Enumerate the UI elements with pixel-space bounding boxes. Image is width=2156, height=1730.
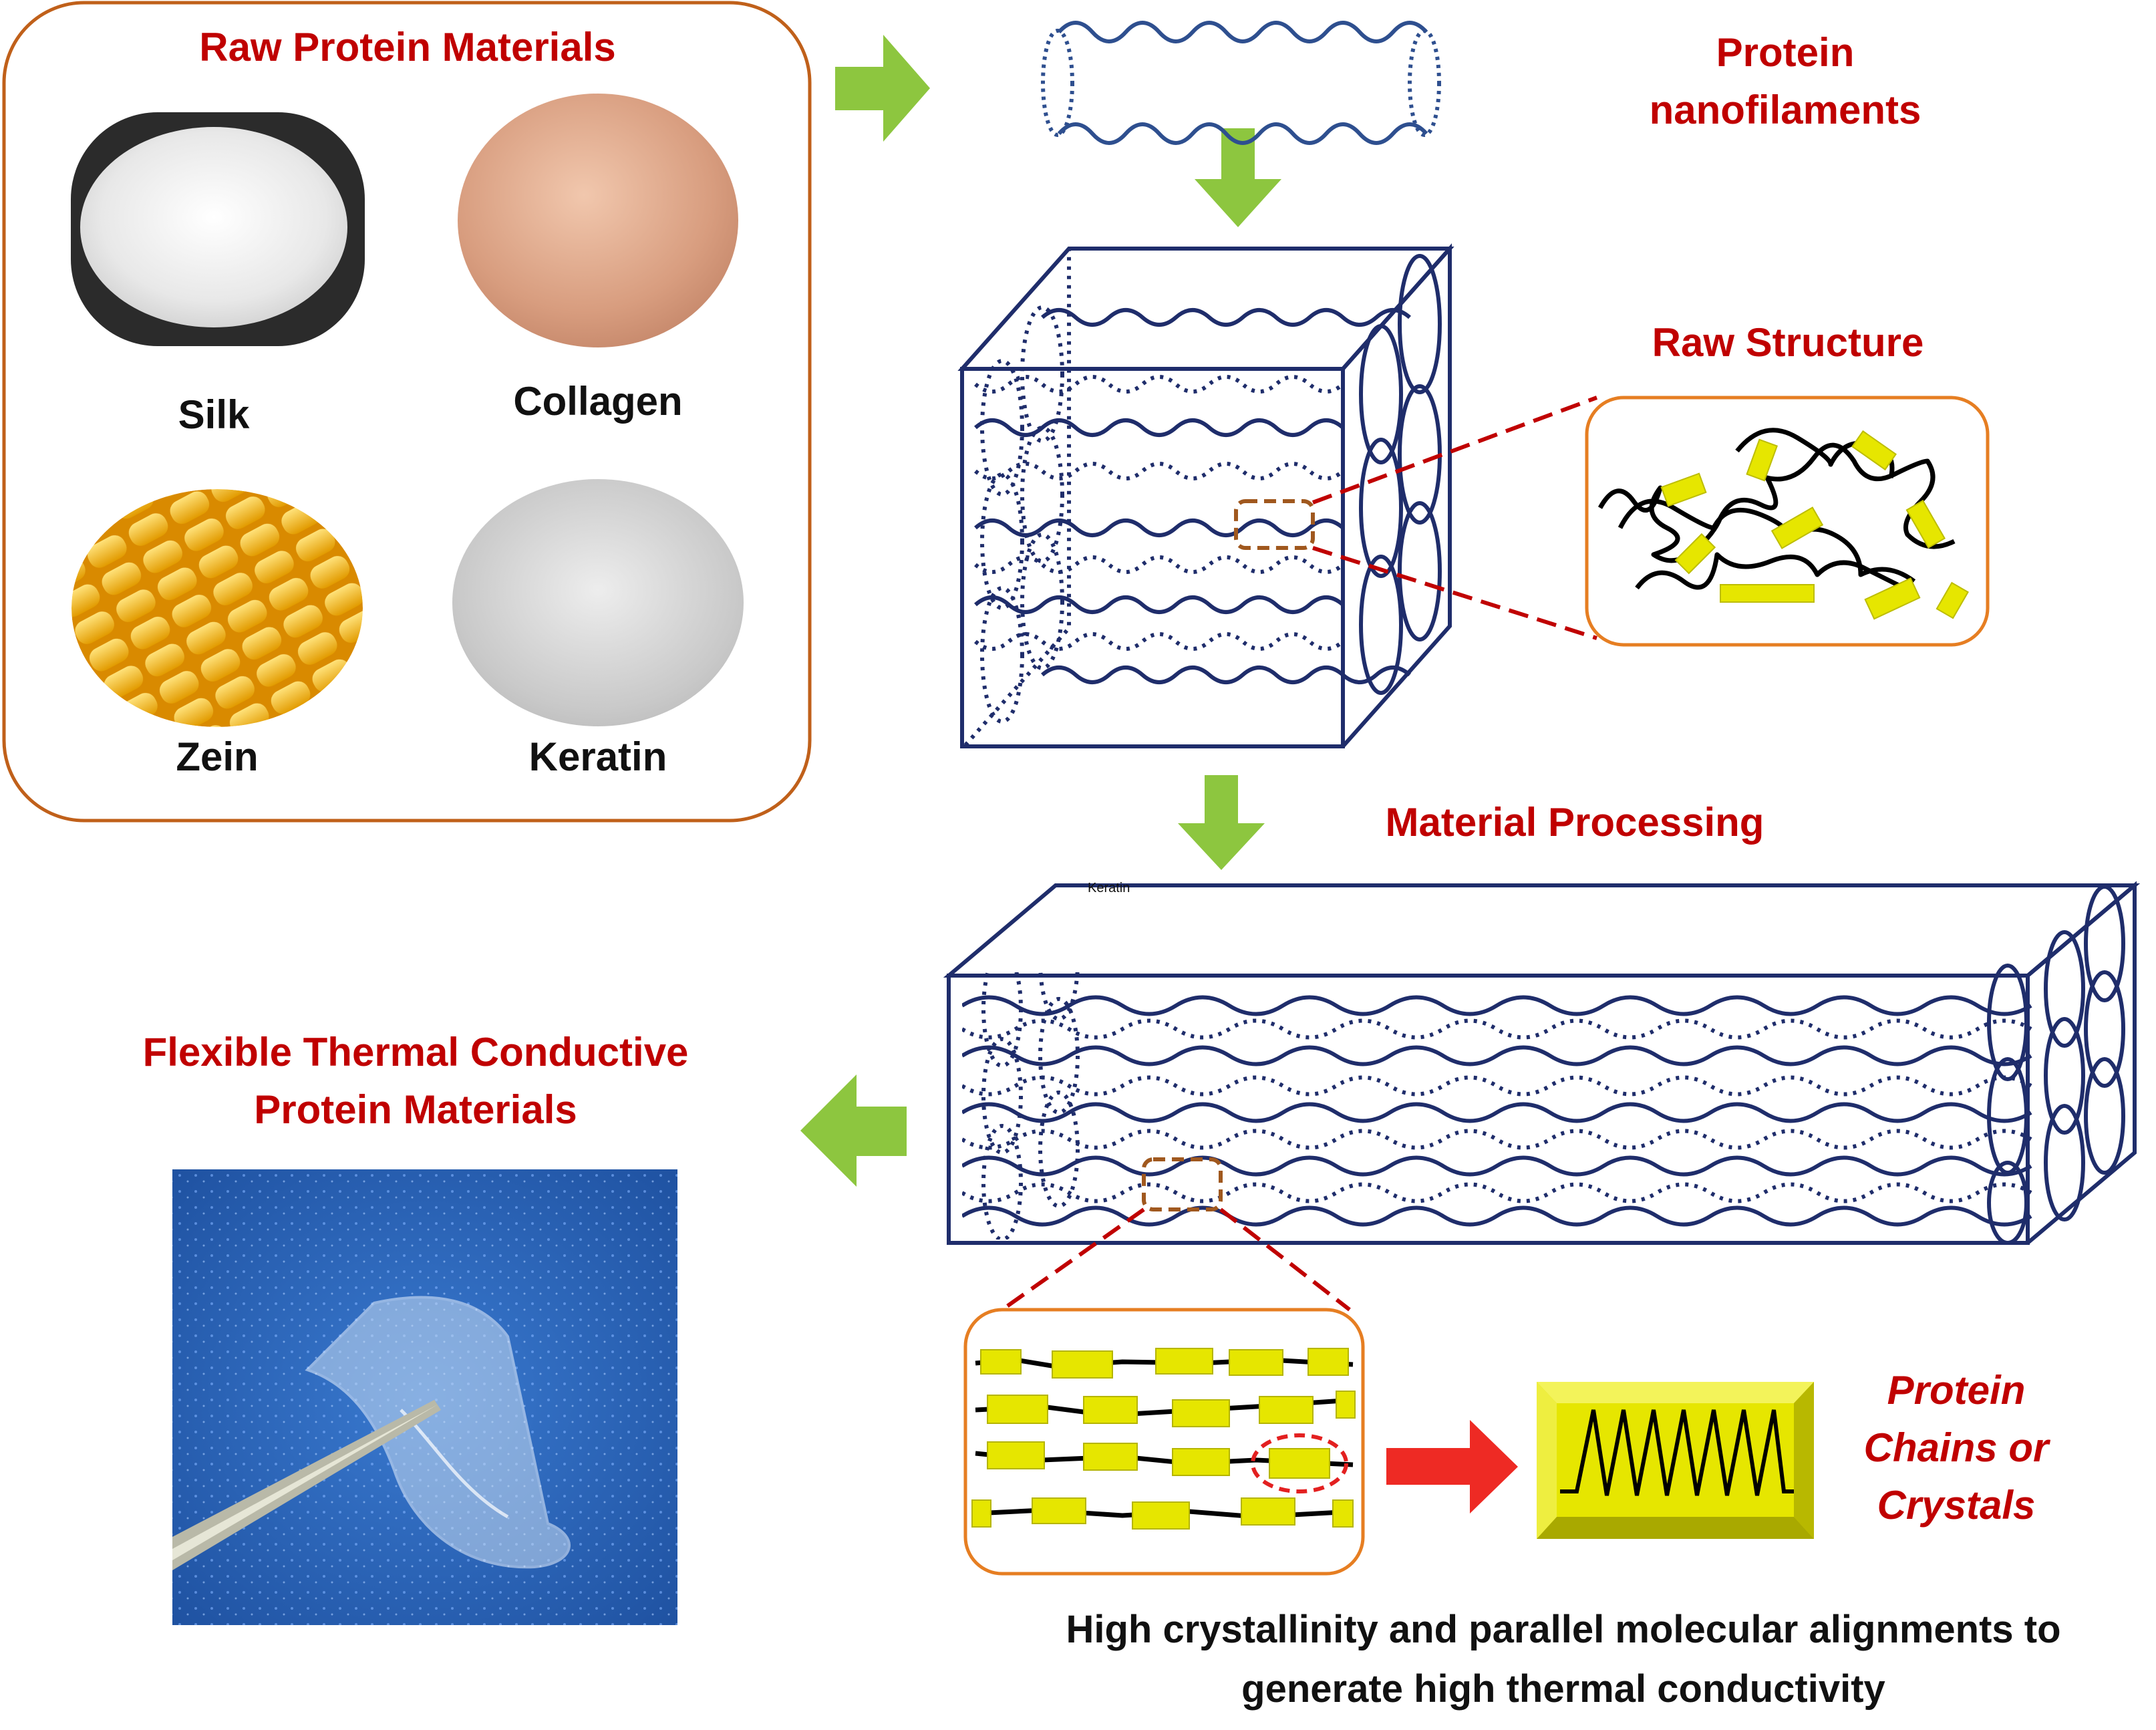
zoom-line [1219, 1207, 1351, 1312]
silk-photo [71, 112, 365, 346]
nanofilaments-label-line1: Protein [1716, 30, 1855, 75]
raw-materials-panel [2, 1, 812, 823]
arrow-right-red [1386, 1420, 1518, 1513]
chains-label-line3: Crystals [1877, 1483, 2036, 1528]
aligned-zoom-box [1142, 1157, 1223, 1211]
zoom-line [1312, 546, 1597, 640]
processed-material-box [943, 881, 2141, 1245]
raw-materials-title: Raw Protein Materials [199, 25, 616, 69]
nanofilaments-label-line2: nanofilaments [1649, 88, 1921, 132]
arrow-left-1 [800, 1074, 907, 1187]
arrow-right-1 [835, 35, 930, 142]
raw-zoom-box [1234, 499, 1315, 550]
chains-label-line2: Chains or [1863, 1425, 2049, 1470]
flexible-film-photo [172, 1169, 677, 1625]
nanofilament-icon [1041, 21, 1441, 145]
arrow-down-1 [1195, 128, 1281, 227]
zoom-line [1001, 1207, 1145, 1312]
collagen-photo [458, 94, 738, 347]
caption-line2: generate high thermal conductivity [1241, 1667, 1885, 1711]
material-label-zein: Zein [176, 734, 259, 779]
crystal-block [1537, 1382, 1814, 1539]
processing-tiny-label: Keratin [1088, 881, 1130, 895]
raw-structure-inset [1585, 396, 1990, 647]
zein-photo [71, 489, 363, 727]
caption-line1: High crystallinity and parallel molecula… [1066, 1608, 2061, 1651]
product-title-line1: Flexible Thermal Conductive [142, 1030, 689, 1074]
product-title-line2: Protein Materials [254, 1087, 577, 1132]
keratin-photo [452, 479, 744, 726]
raw-structure-cube [957, 243, 1454, 748]
aligned-chains-inset [963, 1308, 1365, 1576]
raw-structure-title: Raw Structure [1652, 320, 1924, 365]
material-label-keratin: Keratin [528, 734, 667, 779]
zoom-line [1312, 396, 1598, 504]
chains-label-line1: Protein [1887, 1368, 2026, 1413]
material-processing-title: Material Processing [1385, 800, 1764, 845]
material-label-silk: Silk [178, 392, 250, 437]
arrow-down-2 [1178, 775, 1265, 870]
material-label-collagen: Collagen [513, 379, 683, 424]
